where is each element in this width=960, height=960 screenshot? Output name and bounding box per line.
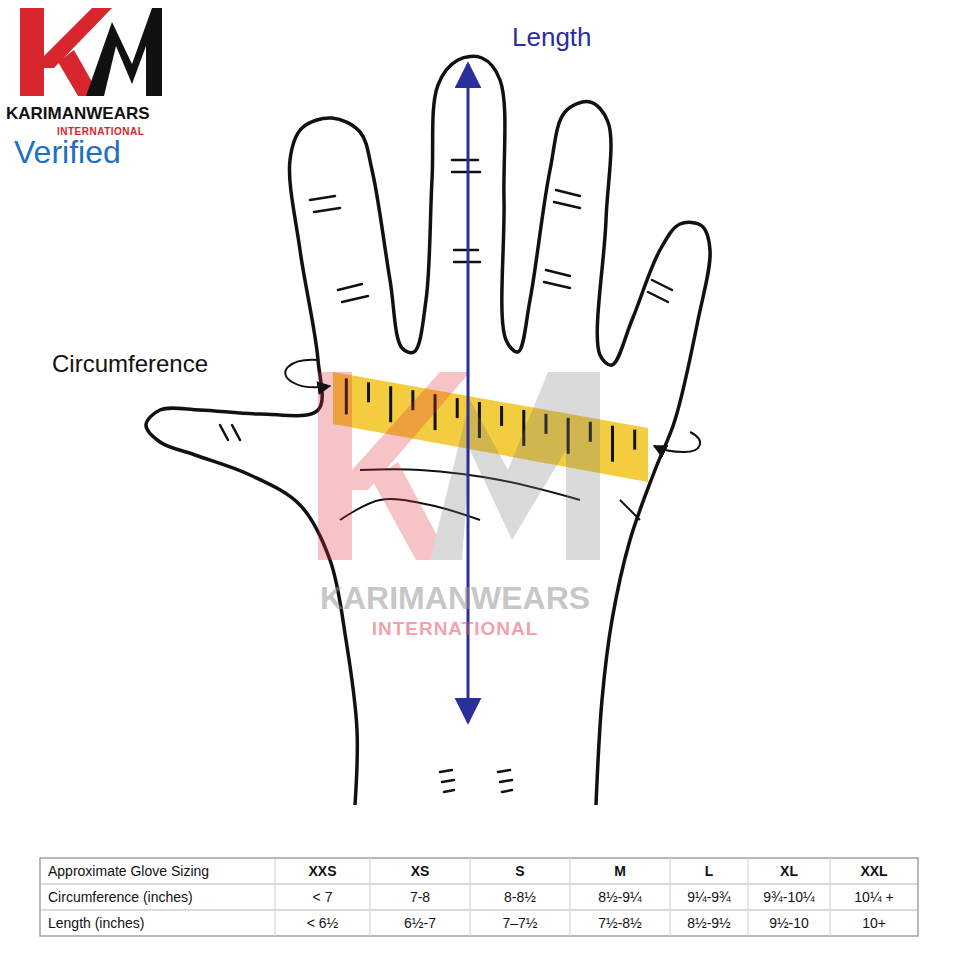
table-rule [570,858,571,936]
table-cell: 7-8 [370,884,470,910]
watermark-logo [318,372,600,560]
table-cell: < 6½ [275,910,370,936]
table-rule [370,858,371,936]
table-rule [670,858,671,936]
watermark: KARIMANWEARS [320,580,590,617]
row-header: Length (inches) [40,910,275,936]
table-cell: 10+ [830,910,918,936]
finger-crease [442,780,454,782]
tape-tick [611,426,614,462]
table-cell: 6½-7 [370,910,470,936]
table-rule [470,858,471,936]
finger-crease [220,425,228,440]
table-cell: 7½-8½ [570,910,670,936]
finger-crease [546,270,570,276]
tape-tick [633,430,636,450]
dimension-label: Length [512,22,592,53]
circumference-arrow [654,432,700,452]
table-cell: 9¾-10¼ [748,884,830,910]
finger-crease [452,171,480,174]
size-table-grid [40,858,918,936]
table-cell: 8½-9¼ [570,884,670,910]
tape-tick [389,386,392,422]
finger-crease [648,292,668,302]
table-cell: 8½-9½ [670,910,748,936]
column-header: XS [370,858,470,884]
row-header: Circumference (inches) [40,884,275,910]
finger-crease [338,284,362,290]
palm-line [620,500,640,520]
table-cell: 8-8½ [470,884,570,910]
table-rule [40,910,918,911]
tape-tick [456,398,459,418]
finger-crease [454,249,478,252]
row-header: Approximate Glove Sizing [40,858,275,884]
hand-outline [146,56,710,805]
brand-name: KARIMANWEARS [6,104,150,124]
verified-badge: Verified [14,134,121,171]
finger-crease [652,280,672,290]
tape-tick [367,382,370,402]
finger-crease [500,780,512,782]
column-header: XXS [275,858,370,884]
tape-tick [500,406,503,426]
finger-crease [502,790,512,792]
brand-logo [20,8,162,96]
finger-crease [440,770,452,772]
table-cell: < 7 [275,884,370,910]
column-header: M [570,858,670,884]
table-rule [748,858,749,936]
circumference-arrow [285,360,330,387]
column-header: XXL [830,858,918,884]
finger-crease [444,790,454,792]
finger-crease [452,159,478,162]
finger-crease [556,190,580,196]
table-cell: 9¼-9¾ [670,884,748,910]
column-header: S [470,858,570,884]
column-header: L [670,858,748,884]
finger-crease [544,282,570,288]
finger-crease [498,770,510,772]
table-rule [40,884,918,885]
table-cell: 9½-10 [748,910,830,936]
table-rule [830,858,831,936]
column-header: XL [748,858,830,884]
table-cell: 7–7½ [470,910,570,936]
table-rule [275,858,276,936]
table-cell: 10¼ + [830,884,918,910]
finger-crease [310,196,335,200]
watermark: INTERNATIONAL [372,618,539,640]
hand-outline [146,56,710,805]
finger-crease [232,425,240,440]
finger-crease [314,208,340,212]
finger-crease [342,296,368,302]
finger-crease [554,202,580,208]
dimension-label: Circumference [52,350,208,378]
